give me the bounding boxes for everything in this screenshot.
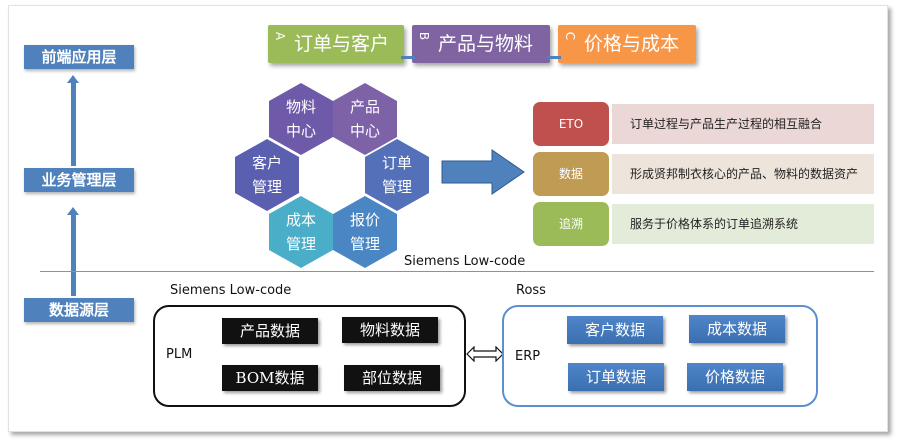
feature-badge-eto: ETO bbox=[533, 102, 609, 146]
feature-badge-data: 数据 bbox=[533, 152, 609, 196]
hex-line: 产品 bbox=[349, 98, 380, 116]
hex-line: 管理 bbox=[381, 178, 412, 196]
arrow-up-icon bbox=[67, 207, 79, 215]
erp-item: 成本数据 bbox=[689, 315, 785, 343]
hex-line: 管理 bbox=[349, 235, 380, 253]
feature-bar-eto: 订单过程与产品生产过程的相互融合 bbox=[612, 104, 874, 144]
feature-bar-trace: 服务于价格体系的订单追溯系统 bbox=[612, 204, 874, 244]
hex-line: 中心 bbox=[349, 122, 380, 140]
arrow-up-shaft bbox=[71, 82, 76, 166]
arrow-right-icon bbox=[441, 149, 525, 195]
hex-line: 报价 bbox=[349, 211, 380, 229]
arrow-up-icon bbox=[67, 75, 79, 83]
layer-frontend: 前端应用层 bbox=[24, 45, 134, 69]
step-connector bbox=[401, 56, 415, 59]
erp-label: ERP bbox=[515, 349, 541, 364]
erp-caption: Ross bbox=[516, 283, 546, 298]
hex-line: 管理 bbox=[285, 235, 316, 253]
erp-container bbox=[502, 305, 818, 407]
plm-item: 物料数据 bbox=[342, 317, 438, 343]
step-label: 价格与成本 bbox=[584, 33, 680, 55]
business-platform-caption: Siemens Low-code bbox=[404, 254, 526, 269]
step-c: C 价格与成本 bbox=[558, 25, 696, 63]
feature-badge-trace: 追溯 bbox=[533, 202, 609, 246]
erp-item: 订单数据 bbox=[568, 363, 664, 391]
plm-item: 部位数据 bbox=[344, 365, 440, 391]
erp-item: 客户数据 bbox=[567, 316, 663, 344]
feature-bar-data: 形成贤邦制衣核心的产品、物料的数据资产 bbox=[612, 154, 874, 194]
plm-label: PLM bbox=[166, 347, 193, 362]
hex-line: 物料 bbox=[285, 98, 316, 116]
step-label: 订单与客户 bbox=[294, 33, 390, 55]
hex-line: 中心 bbox=[285, 122, 316, 140]
layer-datasource: 数据源层 bbox=[24, 298, 134, 322]
plm-container bbox=[153, 305, 466, 407]
hex-line: 客户 bbox=[251, 154, 282, 172]
hex-line: 管理 bbox=[251, 178, 282, 196]
bidirectional-arrow-icon bbox=[466, 346, 504, 362]
step-label: 产品与物料 bbox=[438, 33, 534, 55]
hex-line: 成本 bbox=[285, 211, 316, 229]
plm-caption: Siemens Low-code bbox=[170, 283, 292, 298]
plm-item: 产品数据 bbox=[222, 318, 318, 344]
step-a: A 订单与客户 bbox=[268, 25, 404, 63]
erp-item: 价格数据 bbox=[687, 363, 783, 391]
arrow-up-shaft bbox=[71, 214, 76, 296]
plm-item: BOM数据 bbox=[222, 365, 318, 391]
layer-business: 业务管理层 bbox=[24, 168, 134, 192]
step-b: B 产品与物料 bbox=[412, 25, 550, 63]
hex-line: 订单 bbox=[381, 154, 412, 172]
step-connector bbox=[547, 56, 561, 59]
layer-divider bbox=[40, 271, 874, 272]
